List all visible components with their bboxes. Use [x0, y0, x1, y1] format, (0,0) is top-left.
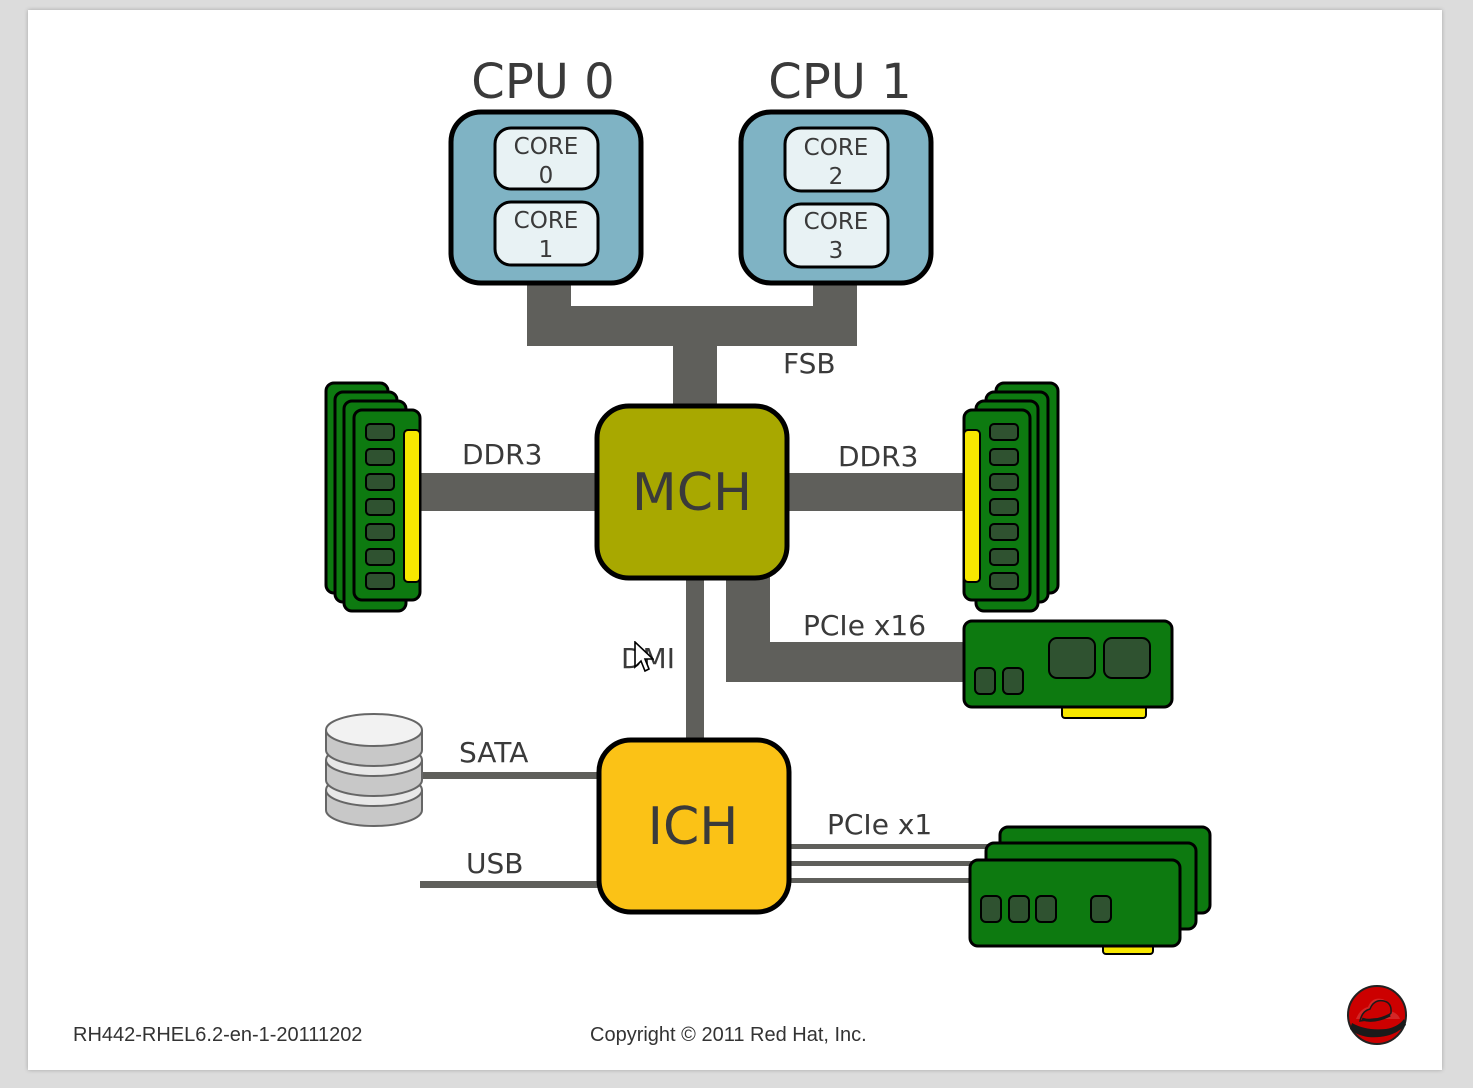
architecture-diagram: CPU 0 CORE 0 CORE 1 CPU 1 CORE 2 CORE 3 …	[324, 54, 1212, 955]
sata-label: SATA	[459, 736, 528, 769]
core-1-number: 1	[539, 237, 554, 263]
sata-disk-icon	[325, 713, 423, 827]
ddr3-dimm-right	[962, 381, 1060, 613]
fsb-label: FSB	[783, 347, 836, 380]
ich-chip: ICH	[596, 737, 792, 915]
pcie-x16-bus	[726, 576, 966, 682]
ddr3-dimm-left	[324, 381, 422, 613]
mouse-pointer-icon	[634, 641, 654, 673]
cpu-1: CPU 1 CORE 2 CORE 3	[738, 54, 934, 286]
slide-id: RH442-RHEL6.2-en-1-20111202	[73, 1024, 363, 1046]
core-3-number: 3	[829, 238, 844, 264]
mch-chip: MCH	[594, 403, 790, 581]
sata-bus	[420, 772, 602, 779]
ddr3-left-label: DDR3	[462, 438, 542, 471]
core-0-label: CORE	[514, 134, 579, 160]
core-0-number: 0	[539, 163, 554, 189]
dmi-bus	[686, 578, 704, 742]
core-2: CORE 2	[783, 126, 890, 193]
core-3-label: CORE	[804, 209, 869, 235]
usb-label: USB	[466, 847, 523, 880]
core-1-label: CORE	[514, 208, 579, 234]
ddr3-right-label: DDR3	[838, 440, 918, 473]
usb-bus	[420, 881, 602, 888]
pcie-x16-label: PCIe x16	[803, 609, 926, 642]
pcie-x1-bus	[788, 844, 998, 883]
ddr3-left-bus	[418, 473, 598, 511]
pcie-x1-cards	[968, 825, 1212, 955]
cpu-0-label: CPU 0	[471, 54, 614, 110]
cpu-0: CPU 0 CORE 0 CORE 1	[448, 54, 644, 286]
cpu-1-label: CPU 1	[768, 54, 911, 110]
pcie-x1-label: PCIe x1	[827, 808, 932, 841]
core-0: CORE 0	[493, 126, 600, 191]
slide: CPU 0 CORE 0 CORE 1 CPU 1 CORE 2 CORE 3 …	[28, 10, 1442, 1070]
mch-label: MCH	[632, 463, 752, 523]
ich-label: ICH	[648, 797, 739, 857]
red-hat-logo-icon	[1347, 985, 1407, 1045]
ddr3-right-bus	[786, 473, 966, 511]
core-2-number: 2	[829, 164, 844, 190]
pcie-x16-card	[962, 619, 1174, 719]
fsb-bus	[527, 280, 857, 408]
core-2-label: CORE	[804, 135, 869, 161]
copyright-notice: Copyright © 2011 Red Hat, Inc.	[590, 1024, 867, 1046]
core-3: CORE 3	[783, 202, 890, 269]
core-1: CORE 1	[493, 200, 600, 267]
